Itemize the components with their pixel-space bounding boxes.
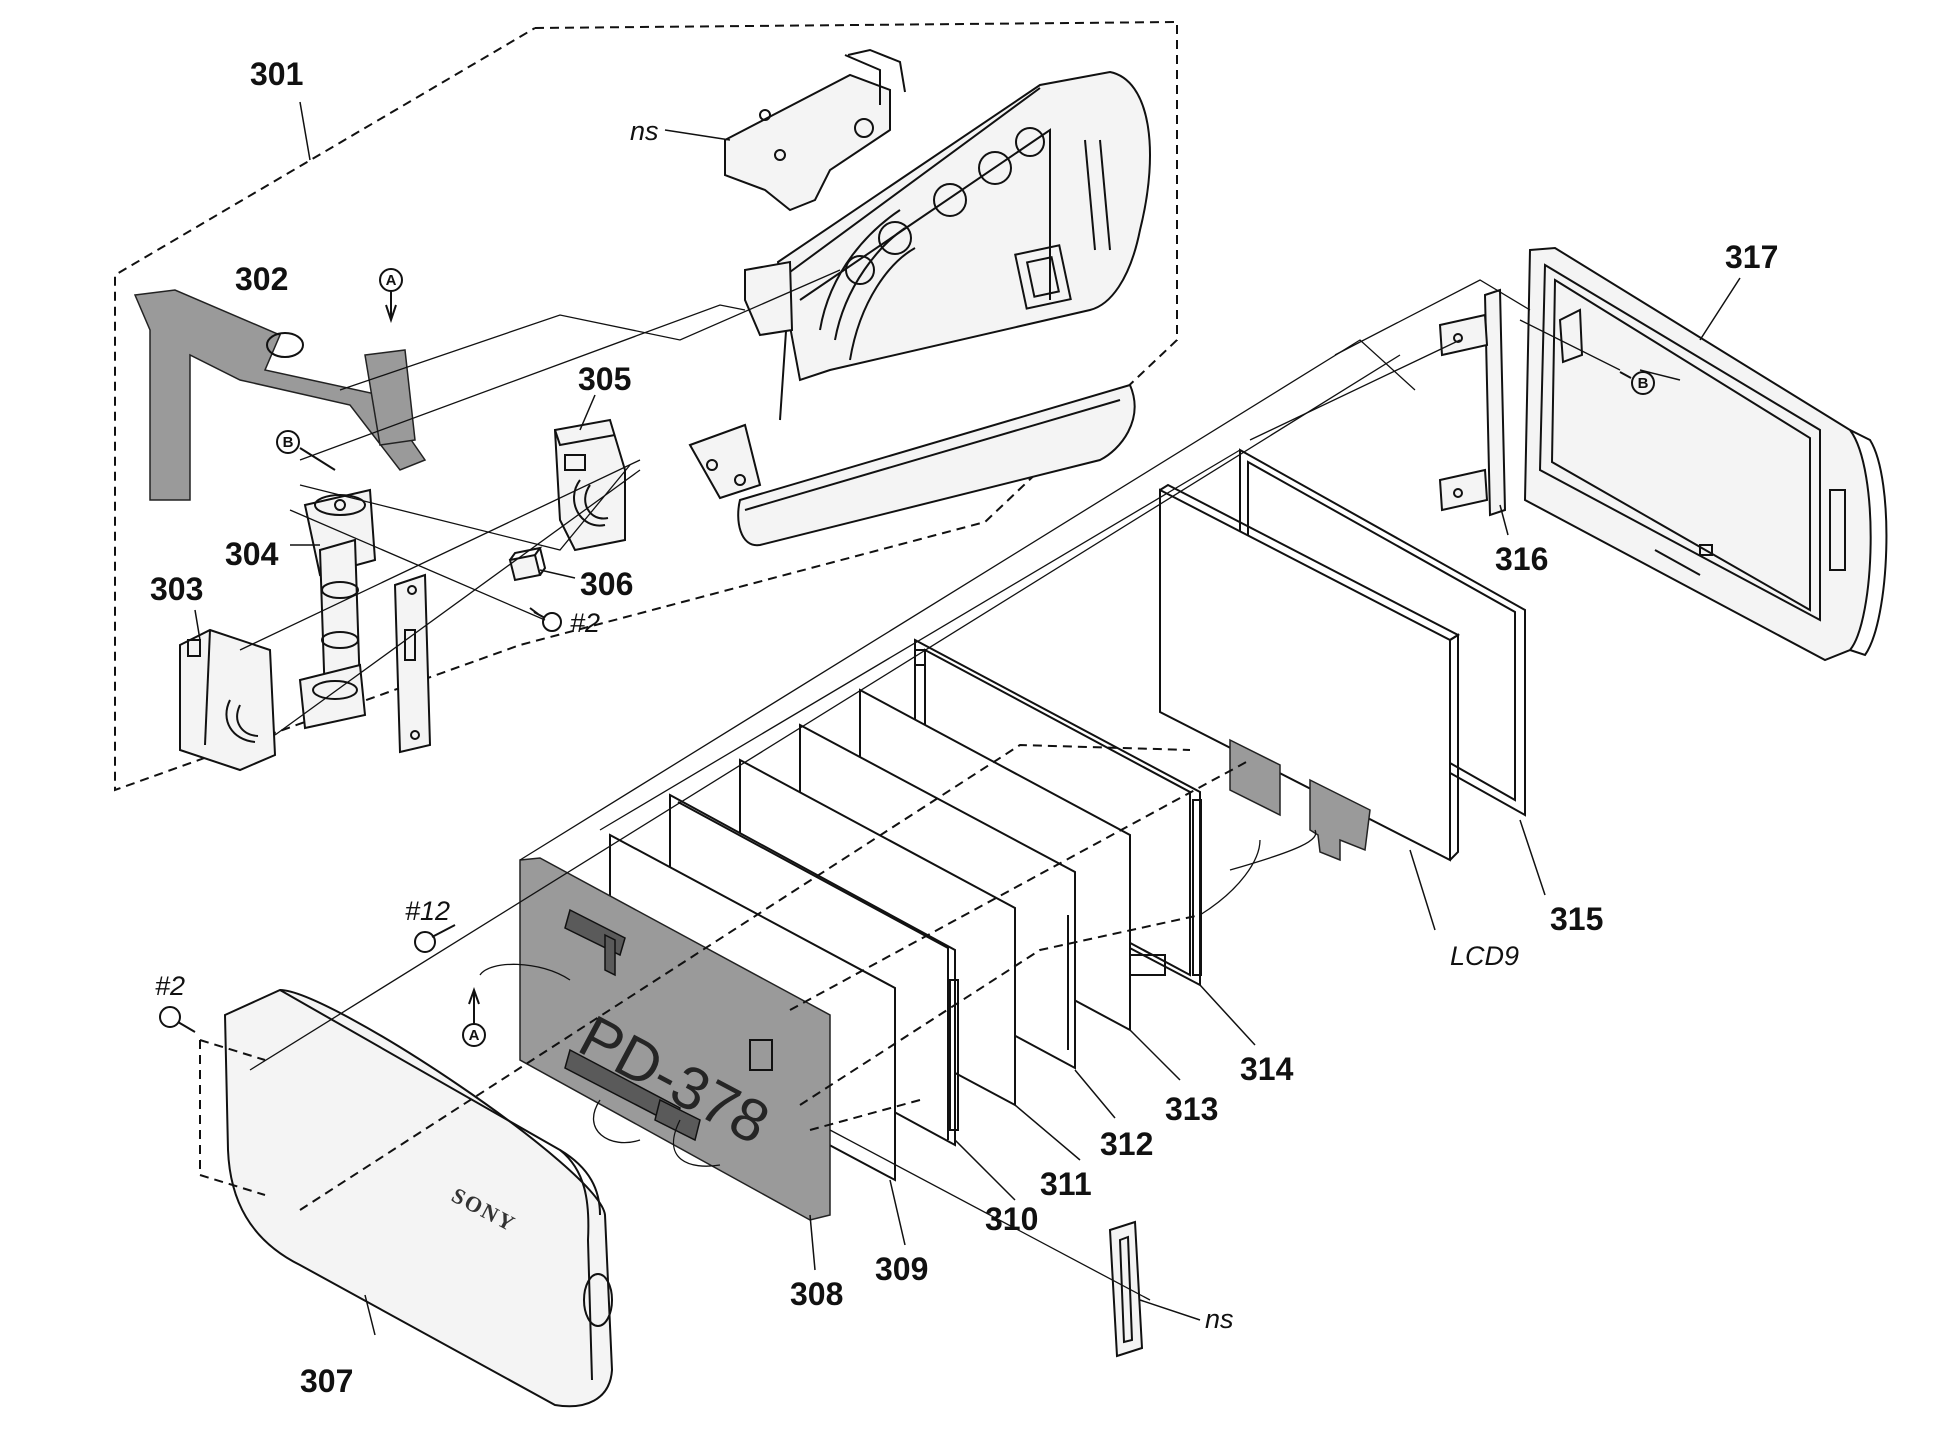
label-305: 305 [578,361,631,397]
svg-text:B: B [1638,375,1649,392]
part-303-cover [179,628,277,772]
note-screw-12: #12 [405,896,450,926]
label-310: 310 [985,1201,1038,1237]
svg-text:A: A [469,1027,480,1044]
ref-marker-a-top: A [379,268,403,324]
screw-2-upper [529,607,562,632]
part-306-block [508,546,547,582]
part-304-hinge [298,488,432,754]
label-307: 307 [300,1363,353,1399]
label-314: 314 [1240,1051,1294,1087]
part-308-pcb: PD-378 [479,857,831,1221]
part-302-flex-cable [133,289,427,501]
label-311: 311 [1040,1166,1092,1202]
part-317-lcd-frame [1523,246,1888,662]
svg-text:A: A [386,272,397,289]
label-315: 315 [1550,901,1603,937]
label-313: 313 [1165,1091,1218,1127]
part-316-bracket [1438,288,1507,517]
note-lcd9: LCD9 [1450,941,1519,971]
part-305-holder [553,418,626,552]
part-307-cover: SONY [223,988,614,1408]
note-screw-2-lower: #2 [155,971,185,1001]
label-303: 303 [150,571,203,607]
label-317: 317 [1725,239,1778,275]
label-304: 304 [225,536,279,572]
part-ns-slider [1108,1220,1144,1358]
assembly-301-boundary [114,20,1178,792]
label-302: 302 [235,261,288,297]
ref-marker-b-right: B [1619,371,1655,395]
ref-marker-a-bottom: A [462,987,486,1047]
screw-12 [414,924,456,953]
part-lcd9-panel [1159,483,1461,862]
hinge-frame-part [688,48,1151,547]
label-301: 301 [250,56,303,92]
label-308: 308 [790,1276,843,1312]
screw-2-lower [159,1006,196,1033]
ref-marker-b-left: B [276,430,336,471]
label-316: 316 [1495,541,1548,577]
label-306: 306 [580,566,633,602]
note-ns-top: ns [630,116,659,146]
note-ns-bottom: ns [1205,1304,1234,1334]
label-312: 312 [1100,1126,1153,1162]
svg-text:B: B [283,434,294,451]
note-screw-2-upper: #2 [570,608,600,638]
label-309: 309 [875,1251,928,1287]
